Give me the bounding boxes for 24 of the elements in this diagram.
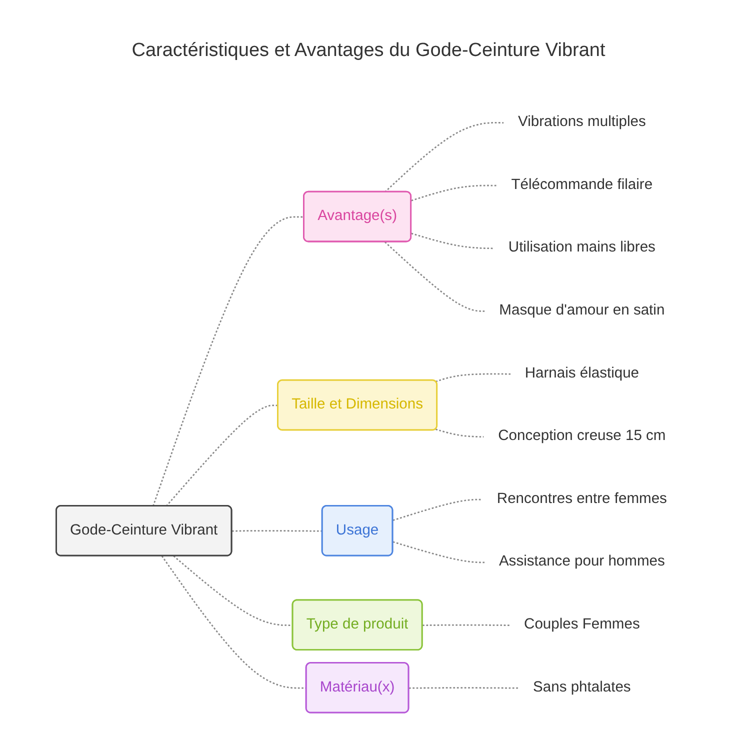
connector	[384, 241, 486, 312]
node-text: Masque d'amour en satin	[499, 302, 665, 318]
connector	[422, 624, 511, 626]
diagram-title: Caractéristiques et Avantages du Gode-Ceinture Vibrant	[130, 40, 606, 62]
node-text: Utilisation mains libres	[508, 240, 656, 256]
node-text: Conception creuse 15 cm	[498, 428, 666, 444]
connector	[392, 541, 486, 564]
connector	[384, 122, 505, 193]
node-text: Assistance pour hommes	[498, 554, 665, 570]
connector	[436, 428, 485, 438]
connector	[152, 216, 304, 506]
connector	[411, 184, 498, 202]
connector	[173, 556, 293, 626]
node-text: Rencontres entre femmes	[496, 490, 667, 507]
connector	[435, 373, 512, 382]
connector	[411, 232, 496, 250]
node-text: Couples Femmes	[524, 616, 640, 632]
node-text: Harnais élastique	[524, 365, 640, 381]
connector	[408, 687, 520, 689]
node-text: Vibrations multiples	[518, 114, 646, 130]
node-text: Télécommande filaire	[511, 176, 653, 193]
node-text: Sans phtalates	[533, 679, 631, 696]
connector	[232, 530, 323, 532]
connector	[166, 404, 278, 507]
